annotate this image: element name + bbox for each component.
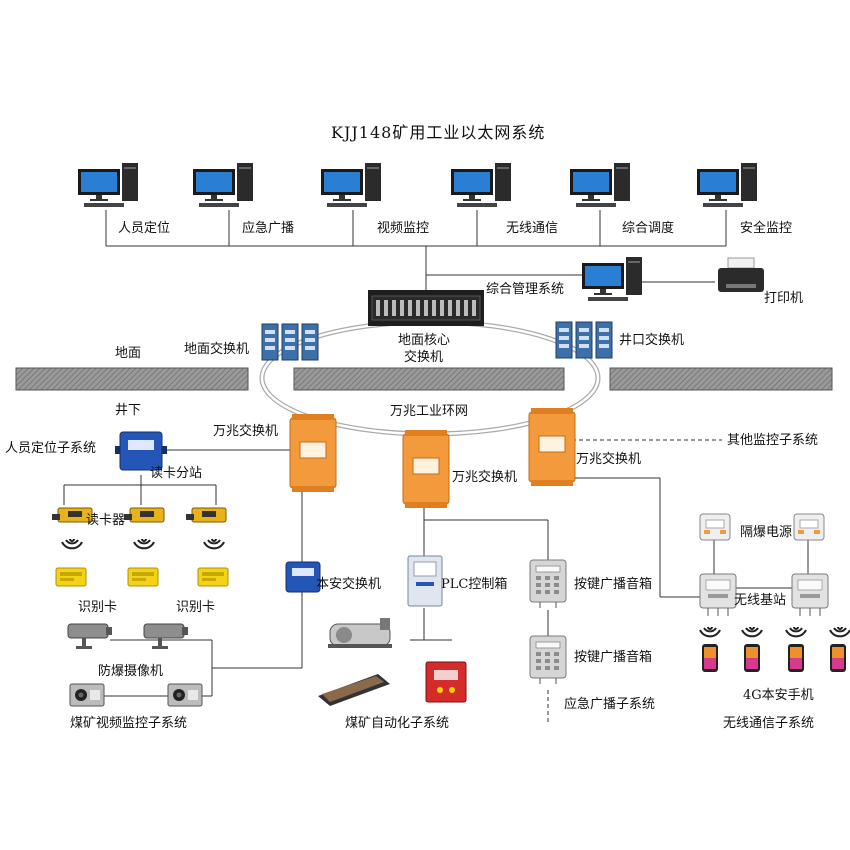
handset-label: 4G本安手机 <box>743 688 814 703</box>
handset-3-icon <box>788 644 804 672</box>
ws-label-emergency-broadcast: 应急广播 <box>242 221 295 236</box>
pc-management-icon <box>582 257 642 301</box>
broadcast-box-1-icon <box>529 559 567 609</box>
core-switch-icon <box>368 290 484 326</box>
pc-dispatch-icon <box>570 163 630 207</box>
ws-label-dispatch: 综合调度 <box>622 221 675 236</box>
handset-4-icon <box>830 644 846 672</box>
signal-waves-2-icon <box>133 538 155 550</box>
broadcast-box-1-label: 按键广播音箱 <box>574 577 653 592</box>
ws-label-wireless: 无线通信 <box>506 221 559 236</box>
id-card-2-icon <box>127 567 159 587</box>
id-card-1-icon <box>55 567 87 587</box>
card-reader-2-icon <box>123 507 165 523</box>
card-station-icon <box>115 431 167 471</box>
signal-waves-3-icon <box>203 538 225 550</box>
camera-2-icon <box>143 623 189 650</box>
ground-switch-icon <box>261 323 319 361</box>
camera-3-icon <box>69 683 105 707</box>
mgmt-label: 综合管理系统 <box>486 282 565 297</box>
wireless-base-label: 无线基站 <box>734 593 787 608</box>
handset-2-icon <box>744 644 760 672</box>
video-sub-label: 煤矿视频监控子系统 <box>70 716 188 731</box>
printer-label: 打印机 <box>764 291 804 306</box>
wireless-waves-1-icon <box>699 626 721 638</box>
intrinsic-switch-label: 本安交换机 <box>316 577 382 592</box>
ring-label: 万兆工业环网 <box>390 404 469 419</box>
wireless-waves-2-icon <box>741 626 763 638</box>
pc-video-monitor-icon <box>321 163 381 207</box>
camera-label: 防爆摄像机 <box>98 664 164 679</box>
gigabit-switch-1-label: 万兆交换机 <box>213 424 279 439</box>
broadcast-box-2-icon <box>529 635 567 685</box>
emergency-sub-label: 应急广播子系统 <box>564 697 656 712</box>
surface-label: 地面 <box>115 346 142 361</box>
ws-label-video-monitor: 视频监控 <box>377 221 430 236</box>
handset-1-icon <box>702 644 718 672</box>
camera-1-icon <box>67 623 113 650</box>
pump-icon <box>328 618 392 648</box>
shaft-switch-label: 井口交换机 <box>619 333 685 348</box>
card-reader-label: 读卡器 <box>86 513 126 528</box>
pc-person-location-icon <box>78 163 138 207</box>
signal-waves-1-icon <box>61 538 83 550</box>
wireless-base-1-icon <box>699 573 737 617</box>
wireless-base-2-icon <box>791 573 829 617</box>
broadcast-box-2-label: 按键广播音箱 <box>574 650 653 665</box>
id-card-1-label: 识别卡 <box>78 600 118 615</box>
person-loc-sub-label: 人员定位子系统 <box>5 441 97 456</box>
shaft-switch-icon <box>555 321 613 359</box>
plc-label: PLC控制箱 <box>441 577 508 592</box>
core-switch-label-2: 交换机 <box>404 350 444 365</box>
card-reader-3-icon <box>185 507 227 523</box>
explosion-power-1-icon <box>699 513 731 541</box>
core-switch-label-1: 地面核心 <box>398 333 451 348</box>
explosion-power-label: 隔爆电源 <box>740 525 793 540</box>
ground-surface <box>15 367 833 391</box>
ws-label-safety-monitor: 安全监控 <box>740 221 793 236</box>
gigabit-switch-1-icon <box>289 413 337 493</box>
ground-switch-label: 地面交换机 <box>184 342 250 357</box>
id-card-3-icon <box>197 567 229 587</box>
pc-emergency-broadcast-icon <box>193 163 253 207</box>
wireless-waves-3-icon <box>785 626 807 638</box>
printer-icon <box>718 257 764 292</box>
conveyor-icon <box>318 674 390 706</box>
pc-safety-monitor-icon <box>697 163 757 207</box>
camera-4-icon <box>167 683 203 707</box>
other-monitor-label: 其他监控子系统 <box>727 433 819 448</box>
id-card-2-label: 识别卡 <box>176 600 216 615</box>
gigabit-switch-2-label: 万兆交换机 <box>452 470 518 485</box>
dashed-lines <box>547 439 722 722</box>
wireless-sub-label: 无线通信子系统 <box>723 716 815 731</box>
wireless-waves-4-icon <box>829 626 850 638</box>
ws-label-person-location: 人员定位 <box>118 221 171 236</box>
control-cabinet-icon <box>425 661 467 703</box>
gigabit-switch-3-label: 万兆交换机 <box>576 452 642 467</box>
card-station-label: 读卡分站 <box>150 466 203 481</box>
diagram-title: KJJ148矿用工业以太网系统 <box>331 123 546 142</box>
plc-box-icon <box>407 555 443 607</box>
gigabit-switch-3-icon <box>528 407 576 487</box>
underground-label: 井下 <box>115 403 142 418</box>
explosion-power-2-icon <box>793 513 825 541</box>
intrinsic-switch-icon <box>285 561 321 593</box>
pc-wireless-icon <box>451 163 511 207</box>
automation-sub-label: 煤矿自动化子系统 <box>345 716 450 731</box>
gigabit-switch-2-icon <box>402 429 450 509</box>
